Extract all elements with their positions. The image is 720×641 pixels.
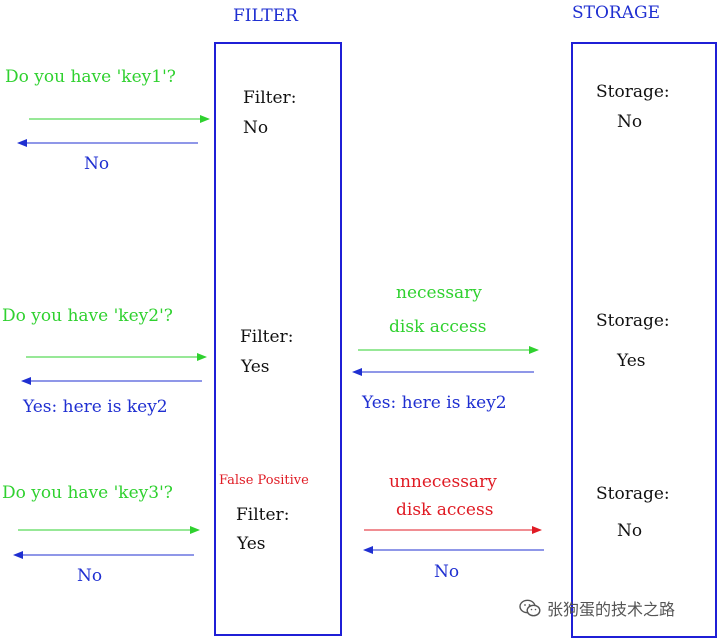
- access-label-key3-line1: unnecessary: [389, 472, 497, 492]
- filter-value-key2: Yes: [241, 357, 270, 377]
- client-reply-key1: No: [84, 154, 110, 174]
- wechat-icon: [519, 599, 541, 617]
- filter-label-key1: Filter:: [243, 88, 297, 108]
- access-label-key2-line2: disk access: [389, 317, 487, 337]
- watermark: 张狗蛋的技术之路: [519, 596, 675, 620]
- false-positive-label: False Positive: [219, 473, 309, 488]
- storage-value-key2: Yes: [617, 351, 646, 371]
- question-key3: Do you have 'key3'?: [2, 483, 173, 503]
- storage-label-key3: Storage:: [596, 484, 670, 504]
- storage-value-key3: No: [617, 521, 643, 541]
- storage-header: STORAGE: [572, 3, 660, 23]
- filter-label-key2: Filter:: [240, 327, 294, 347]
- filter-header: FILTER: [233, 6, 298, 26]
- watermark-text: 张狗蛋的技术之路: [547, 600, 676, 619]
- filter-label-key3: Filter:: [236, 505, 290, 525]
- client-reply-key3: No: [77, 566, 103, 586]
- question-key2: Do you have 'key2'?: [2, 306, 173, 326]
- access-label-key2-line1: necessary: [396, 283, 482, 303]
- filter-box: [214, 42, 342, 636]
- storage-value-key1: No: [617, 112, 643, 132]
- access-label-key3-line2: disk access: [396, 500, 494, 520]
- storage-box: [571, 42, 717, 638]
- client-reply-key2: Yes: here is key2: [23, 397, 168, 417]
- storage-label-key2: Storage:: [596, 311, 670, 331]
- storage-reply-key3: No: [434, 562, 460, 582]
- filter-value-key1: No: [243, 118, 269, 138]
- question-key1: Do you have 'key1'?: [5, 67, 176, 87]
- storage-reply-key2: Yes: here is key2: [362, 393, 507, 413]
- filter-value-key3: Yes: [237, 534, 266, 554]
- storage-label-key1: Storage:: [596, 82, 670, 102]
